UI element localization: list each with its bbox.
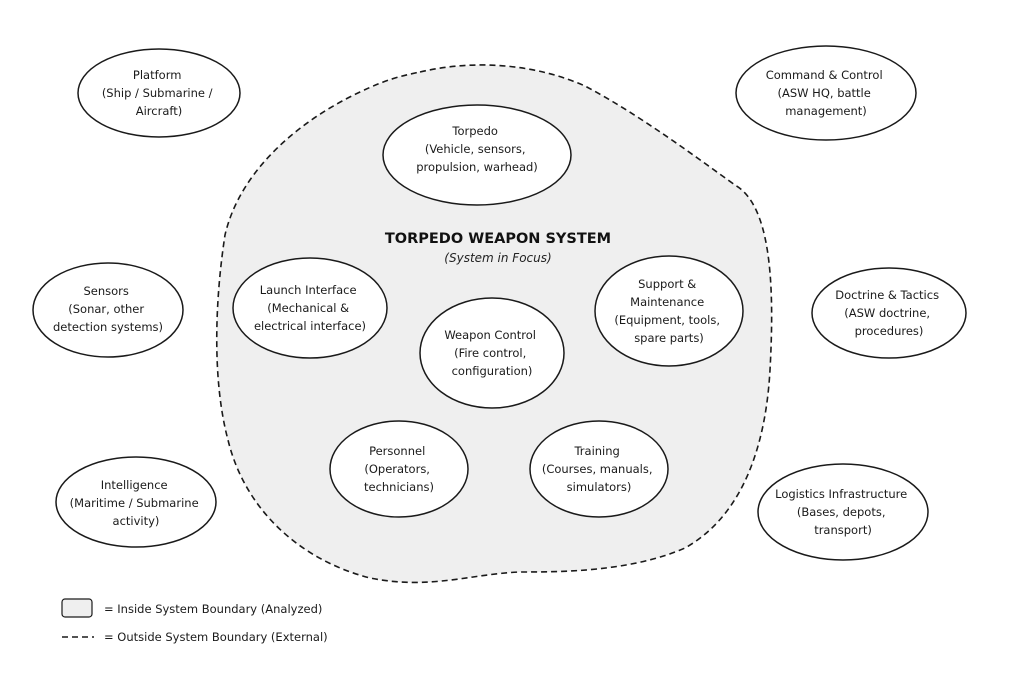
node-personnel: Personnel (Operators, technicians)	[329, 420, 469, 518]
node-sensors: Sensors (Sonar, other detection systems)	[32, 262, 184, 358]
svg-text:Support & Maintenance: Support & Maintenance (Equipment, tools,…	[614, 277, 723, 345]
legend-inside-label: = Inside System Boundary (Analyzed)	[104, 602, 322, 616]
node-torpedo: Torpedo (Vehicle, sensors, propulsion, w…	[382, 104, 572, 206]
svg-text:Training (Courses, man: Training (Courses, manuals, simulators)	[542, 444, 656, 494]
node-launch-interface: Launch Interface (Mechanical & electrica…	[232, 257, 388, 359]
node-support-maintenance: Support & Maintenance (Equipment, tools,…	[594, 255, 744, 367]
svg-text:Torpedo (Vehicle, sens: Torpedo (Vehicle, sensors, propulsion, w…	[416, 124, 538, 174]
diagram-subtitle: (System in Focus)	[444, 251, 551, 265]
svg-text:Command & Control (ASW: Command & Control (ASW HQ, battle manage…	[766, 68, 887, 118]
svg-text:Intelligence (Maritime: Intelligence (Maritime / Submarine activ…	[70, 478, 203, 528]
svg-text:Launch Interface (Mech: Launch Interface (Mechanical & electrica…	[254, 283, 366, 333]
node-platform: Platform (Ship / Submarine / Aircraft)	[77, 48, 241, 138]
svg-text:Platform (Ship / Subma: Platform (Ship / Submarine / Aircraft)	[102, 68, 216, 118]
legend: = Inside System Boundary (Analyzed) = Ou…	[61, 598, 328, 644]
node-logistics-infrastructure: Logistics Infrastructure (Bases, depots,…	[757, 463, 929, 561]
node-training: Training (Courses, manuals, simulators)	[529, 420, 669, 518]
svg-text:Personnel (Operators,: Personnel (Operators, technicians)	[364, 444, 434, 494]
node-doctrine-tactics: Doctrine & Tactics (ASW doctrine, proced…	[811, 267, 967, 359]
legend-outside-label: = Outside System Boundary (External)	[104, 630, 328, 644]
svg-text:Sensors (Sonar, other: Sensors (Sonar, other detection systems)	[53, 284, 163, 334]
svg-text:Doctrine & Tactics (AS: Doctrine & Tactics (ASW doctrine, proced…	[835, 288, 942, 338]
node-command-control: Command & Control (ASW HQ, battle manage…	[735, 45, 917, 141]
node-intelligence: Intelligence (Maritime / Submarine activ…	[55, 456, 217, 548]
node-weapon-control: Weapon Control (Fire control, configurat…	[419, 297, 565, 409]
diagram-title: TORPEDO WEAPON SYSTEM	[385, 231, 611, 247]
svg-text:Weapon Control (Fire c: Weapon Control (Fire control, configurat…	[444, 328, 539, 378]
legend-inside-swatch	[61, 598, 93, 618]
svg-text:Logistics Infrastructure: Logistics Infrastructure (Bases, depots,…	[775, 487, 911, 537]
